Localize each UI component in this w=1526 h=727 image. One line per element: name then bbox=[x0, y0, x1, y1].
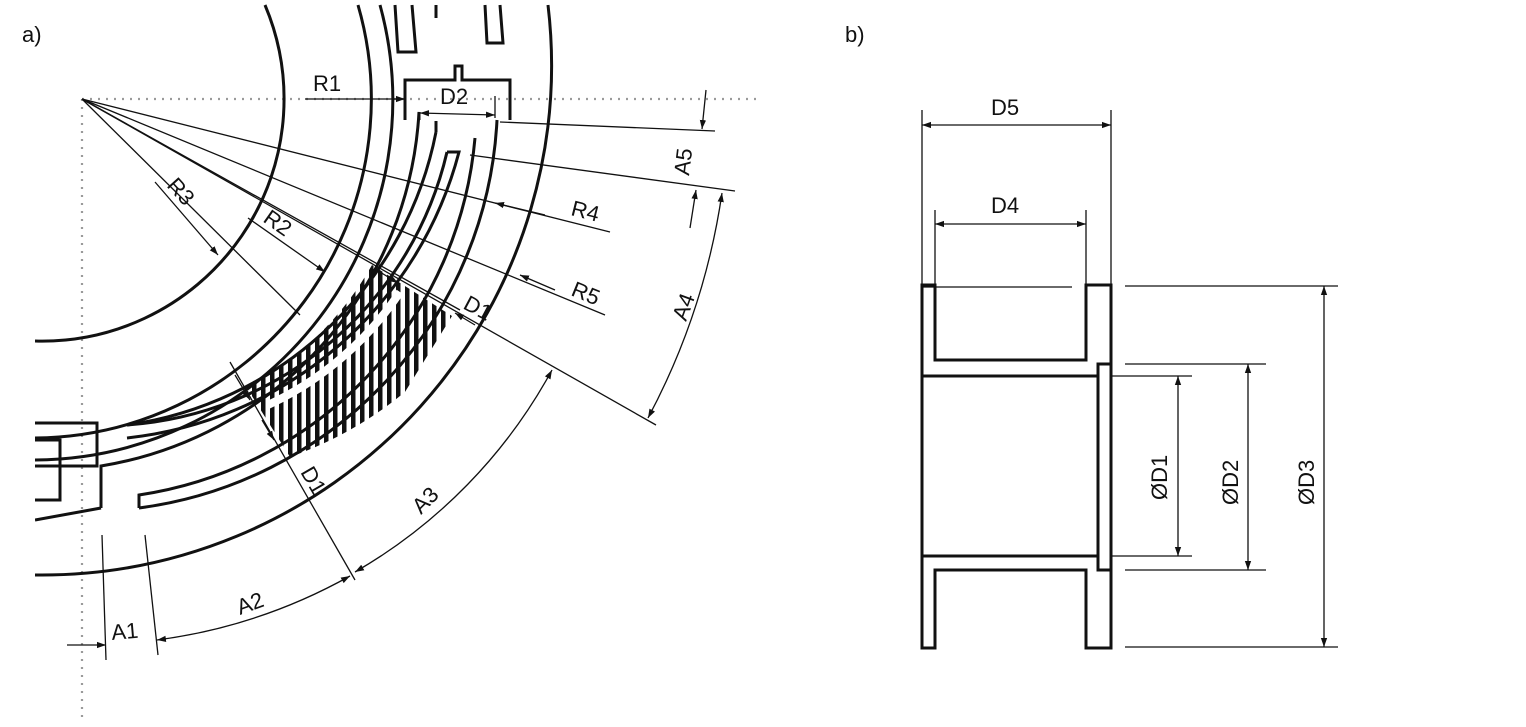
d1-bottom-ext bbox=[229, 361, 356, 581]
coil-geometry bbox=[35, 4, 554, 577]
r4-arrow bbox=[494, 202, 546, 216]
left-terminal-pad bbox=[35, 421, 99, 468]
inner-core-arc bbox=[35, 4, 286, 343]
ray-r5 bbox=[81, 98, 606, 316]
label-a1: A1 bbox=[110, 618, 139, 645]
spiral-track-1-outer bbox=[126, 150, 461, 440]
bobbin-outline bbox=[920, 283, 1113, 650]
outer-ring-arc bbox=[35, 4, 554, 577]
label-d5: D5 bbox=[991, 95, 1019, 120]
spiral-track-2-inner bbox=[126, 151, 449, 427]
panel-b-label: b) bbox=[845, 22, 865, 47]
spiral-track-1-inner bbox=[126, 131, 438, 427]
a4-arc bbox=[647, 192, 724, 419]
panel-a-construction-lines bbox=[80, 97, 760, 722]
panel-b-labels: D5 D4 ØD1 ØD2 ØD3 bbox=[991, 95, 1319, 505]
hatch-gap bbox=[266, 289, 404, 409]
label-od1: ØD1 bbox=[1147, 455, 1172, 500]
d1-bottom-arrow-a bbox=[234, 374, 251, 401]
ray-a4 bbox=[81, 98, 657, 426]
left-slot bbox=[35, 438, 62, 502]
a1-ext-right bbox=[144, 534, 159, 656]
top-slot-right bbox=[483, 4, 505, 45]
label-r5: R5 bbox=[568, 276, 603, 310]
a2-arc bbox=[156, 575, 351, 642]
label-od3: ØD3 bbox=[1294, 460, 1319, 505]
a5-ext-top bbox=[499, 121, 716, 132]
left-lead bbox=[35, 506, 102, 522]
d1-bottom-arrow-b bbox=[261, 419, 275, 441]
a1-ext-left bbox=[101, 534, 107, 661]
flange-insert bbox=[1096, 362, 1113, 572]
ring-arc-r2 bbox=[35, 4, 395, 462]
hatched-conductor-area bbox=[247, 265, 452, 457]
ray-r2 bbox=[81, 98, 301, 316]
r5-arrow bbox=[519, 274, 556, 291]
label-od2: ØD2 bbox=[1218, 460, 1243, 505]
label-d4: D4 bbox=[991, 193, 1019, 218]
label-d2: D2 bbox=[440, 84, 468, 109]
label-a5: A5 bbox=[669, 147, 697, 177]
panel-b-dimensions bbox=[921, 110, 1338, 648]
a3-arc bbox=[354, 369, 553, 573]
a5-arrow-bottom bbox=[689, 189, 698, 229]
label-r1: R1 bbox=[313, 71, 341, 96]
a5-ext-bottom bbox=[469, 154, 736, 192]
panel-a-dimensions bbox=[67, 89, 736, 661]
r3-arrow bbox=[154, 181, 219, 256]
panel-a-label: a) bbox=[22, 22, 42, 47]
d2-arrow bbox=[419, 110, 496, 118]
label-d1-bottom: D1 bbox=[296, 462, 332, 499]
top-slot-left bbox=[393, 4, 418, 54]
bobbin-section bbox=[920, 283, 1113, 650]
spiral-track-outer-edge bbox=[99, 111, 421, 508]
label-d1-top: D1 bbox=[460, 290, 497, 325]
label-r2: R2 bbox=[259, 205, 296, 242]
label-r3: R3 bbox=[162, 173, 199, 211]
label-r4: R4 bbox=[569, 196, 602, 227]
r2-arrow bbox=[247, 217, 326, 273]
a5-arrow-top bbox=[699, 89, 707, 130]
d1-top-arrow-end bbox=[454, 312, 476, 326]
top-terminal-pad bbox=[403, 64, 512, 120]
d1-top-arrow-start bbox=[379, 271, 399, 284]
label-a4: A4 bbox=[667, 290, 700, 324]
